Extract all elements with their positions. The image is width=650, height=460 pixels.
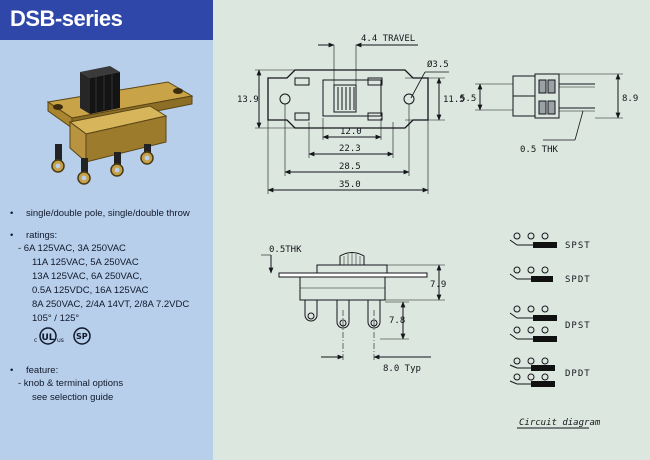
front-thickness-label: 0.5THK — [269, 245, 302, 255]
front-dim-a-label: 7.9 — [430, 280, 446, 290]
circuit-label-spst: SPST — [565, 241, 591, 251]
svg-text:UL: UL — [42, 333, 55, 343]
circuit-dpst-icon — [509, 305, 557, 342]
feature-line: see selection guide — [32, 392, 114, 403]
circuit-dpdt-icon — [509, 357, 555, 387]
svg-text:SP: SP — [76, 332, 88, 341]
side-dim-b-label: 8.9 — [622, 94, 638, 104]
circuit-label-spdt: SPDT — [565, 275, 591, 285]
side-view — [475, 73, 623, 141]
dim-35-label: 35.0 — [339, 180, 361, 190]
spec-panel: DSB-series • single/double p — [0, 0, 213, 460]
rating-line: 0.5A 125VDC, 16A 125VAC — [32, 285, 149, 296]
certification-marks: c UL us SP — [34, 327, 91, 345]
rating-line: 105° / 125° — [32, 313, 80, 324]
circuit-caption: Circuit diagram — [519, 418, 601, 428]
dim-22-label: 22.3 — [339, 144, 361, 154]
rating-line: 13A 125VAC, 6A 250VAC, — [32, 271, 143, 282]
hole-diameter-label: Ø3.5 — [427, 59, 449, 70]
csa-icon: SP — [73, 327, 91, 345]
series-title: DSB-series — [10, 6, 123, 31]
ul-listed-icon: c UL us — [34, 327, 64, 345]
technical-drawing: 4.4 TRAVEL Ø3.5 13.9 11.5 12.0 22.3 28.5… — [237, 34, 638, 429]
circuit-spst-icon — [509, 232, 557, 248]
front-dim-b-label: 7.8 — [389, 316, 405, 326]
bullet-icon: • — [10, 365, 14, 376]
top-view — [255, 42, 449, 194]
bullet-icon: • — [10, 230, 14, 241]
side-thickness-label: 0.5 THK — [520, 145, 559, 155]
rating-line: - 6A 125VAC, 3A 250VAC — [18, 243, 126, 254]
bullet-icon: • — [10, 208, 14, 219]
dim-12-label: 12.0 — [340, 127, 362, 137]
height-right-label: 11.5 — [443, 95, 465, 105]
height-left-label: 13.9 — [237, 95, 259, 105]
rating-line: 8A 250VAC, 2/4A 14VT, 2/8A 7.2VDC — [32, 299, 190, 310]
circuit-spdt-icon — [509, 266, 553, 282]
pitch-label: 8.0 Typ — [383, 364, 421, 374]
svg-text:us: us — [57, 337, 64, 344]
front-view — [261, 252, 445, 362]
dim-28-label: 28.5 — [339, 162, 361, 172]
switch-photo — [46, 66, 194, 185]
header-bar: DSB-series — [0, 0, 213, 40]
circuit-label-dpdt: DPDT — [565, 369, 591, 379]
svg-text:c: c — [34, 337, 37, 344]
feature-line: - knob & terminal options — [18, 378, 124, 389]
travel-label: 4.4 TRAVEL — [361, 34, 415, 44]
rating-line: 11A 125VAC, 5A 250VAC — [32, 257, 139, 268]
circuit-label-dpst: DPST — [565, 321, 591, 331]
side-dim-a-label: 5.5 — [460, 94, 476, 104]
